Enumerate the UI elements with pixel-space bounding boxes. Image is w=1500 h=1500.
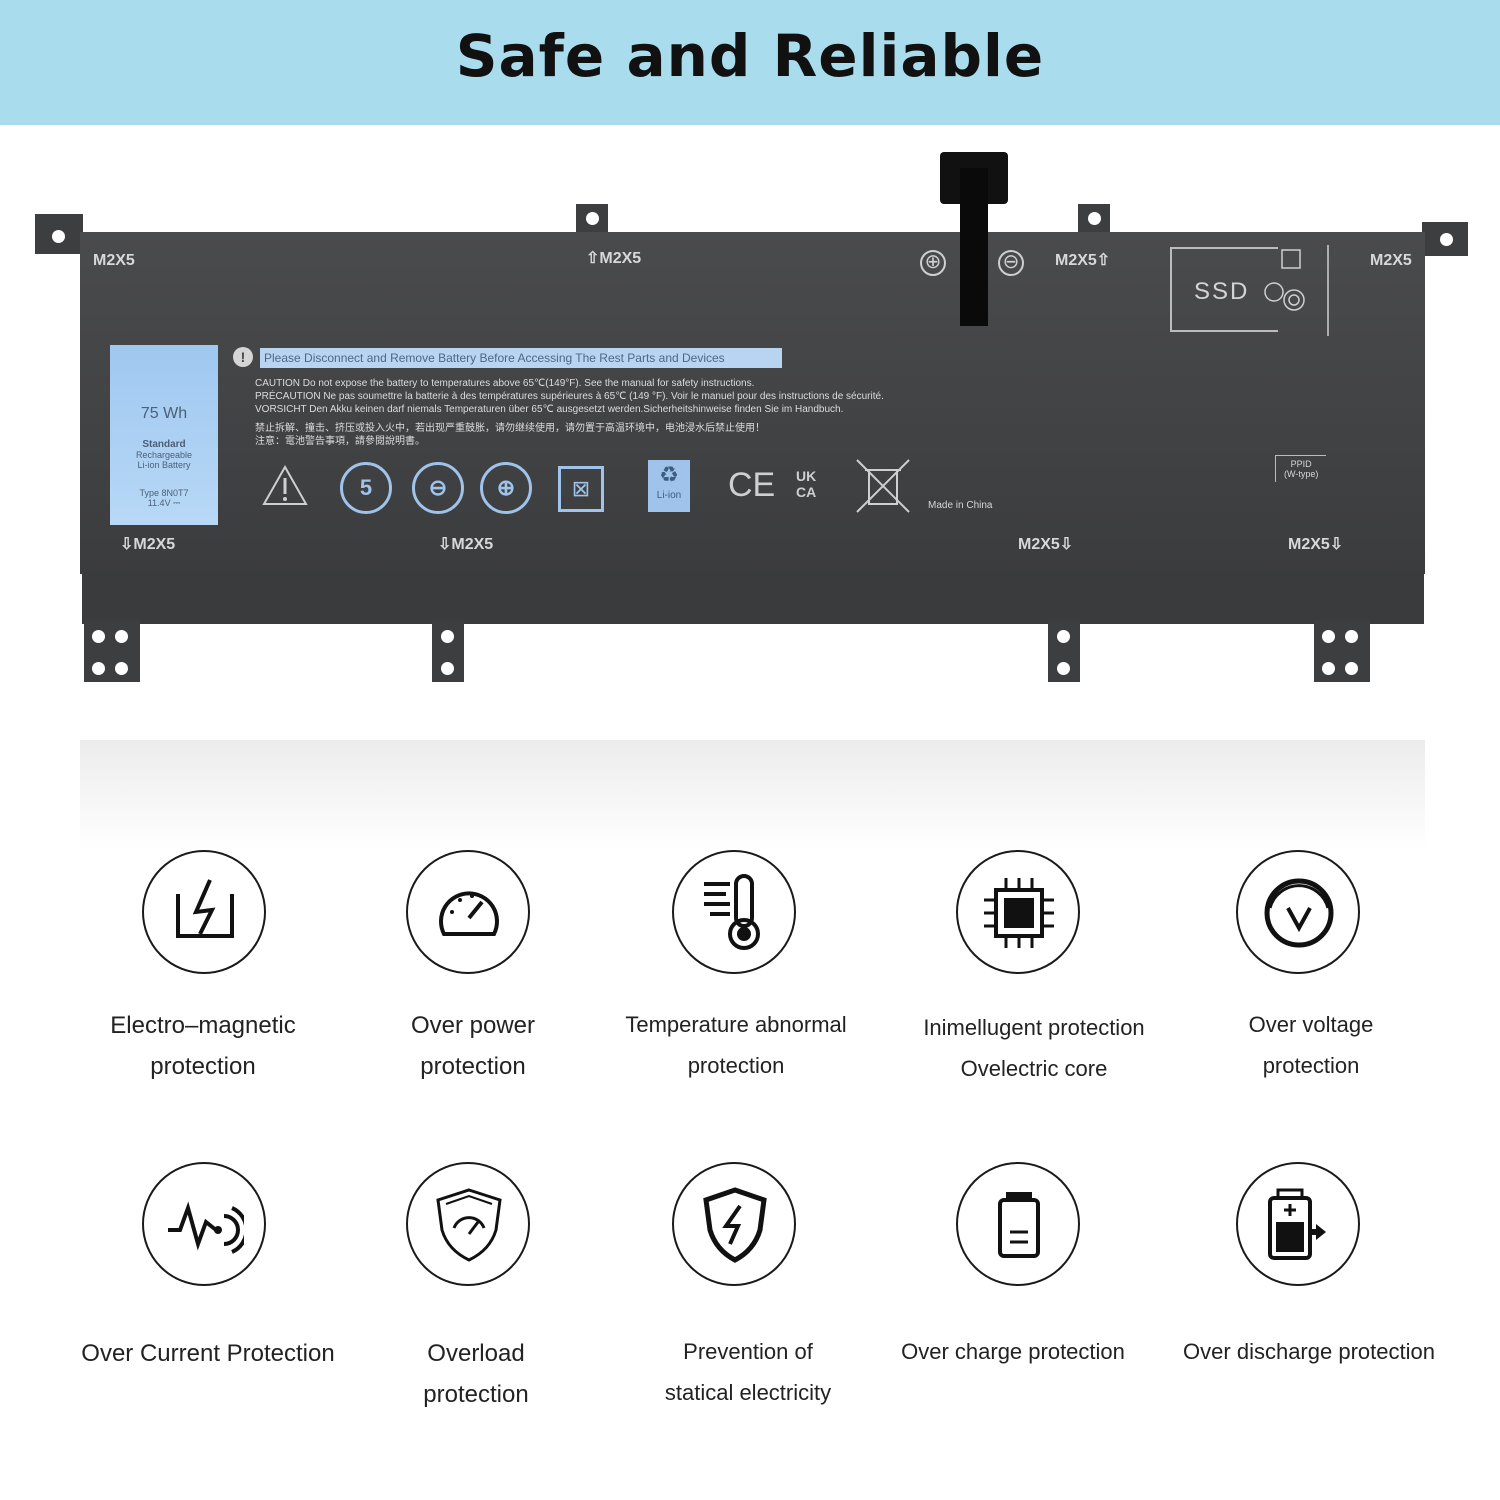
shield-bolt-icon: [672, 1162, 796, 1286]
minus-terminal-icon: ⊖: [998, 250, 1024, 276]
exclamation-icon: !: [233, 347, 253, 367]
feature-caption: Over Current Protection: [81, 1340, 335, 1367]
battery-cable: [960, 168, 988, 326]
battery-illustration: ⊕ ⊖ M2X5 ⇧M2X5 M2X5⇧ M2X5 ⇩M2X5 ⇩M2X5 M2…: [0, 140, 1500, 700]
plus-terminal-icon: ⊕: [920, 250, 946, 276]
feature-caption: Over discharge protection: [1183, 1339, 1435, 1364]
gauge-icon: [406, 850, 530, 974]
voltage-text: 11.4V ⎓: [147, 498, 181, 508]
battery-spec-label: 75 Wh Standard Rechargeable Li-ion Batte…: [110, 345, 218, 525]
warning-triangle-icon: [262, 464, 308, 505]
recycle-circle-icon: ⊖: [412, 462, 464, 514]
screw-mark: ⇩M2X5: [438, 536, 494, 553]
mount-tab: [432, 620, 464, 682]
battery-charge-icon: [956, 1162, 1080, 1286]
crosshair-icon: ⊕: [480, 462, 532, 514]
voltage-icon: [1236, 850, 1360, 974]
header-banner: Safe and Reliable: [0, 0, 1500, 125]
battery-reflection: [80, 740, 1425, 850]
standard-text: Standard: [142, 439, 186, 450]
screw-mark: ⇩M2X5: [120, 536, 176, 553]
page-title: Safe and Reliable: [455, 22, 1045, 90]
mount-tab: [84, 620, 140, 682]
feature-caption: Over charge protection: [901, 1339, 1125, 1364]
rohs-icon: 5: [340, 462, 392, 514]
battery-bottom-strip: [82, 572, 1424, 624]
ppid-box: PPID (W-type): [1275, 455, 1327, 482]
screw-mark: M2X5⇩: [1288, 536, 1344, 553]
mount-tab: [1078, 204, 1110, 234]
li-ion-text: Li-ion Battery: [137, 460, 191, 470]
current-wave-icon: [142, 1162, 266, 1286]
electromagnetic-icon: [142, 850, 266, 974]
caution-text: CAUTION Do not expose the battery to tem…: [255, 378, 884, 447]
ssd-outline: SSD: [1170, 247, 1278, 332]
screw-mark: ⇧M2X5: [586, 250, 642, 267]
battery-discharge-icon: [1236, 1162, 1360, 1286]
warning-strip: Please Disconnect and Remove Battery Bef…: [260, 348, 782, 368]
screw-mark: M2X5: [93, 252, 135, 269]
mount-tab: [35, 214, 83, 254]
weee-bin-icon: [856, 459, 910, 513]
mount-tab: [1422, 222, 1468, 256]
screw-mark: M2X5⇧: [1055, 252, 1111, 269]
chip-icon: [956, 850, 1080, 974]
screw-mark: M2X5⇩: [1018, 536, 1074, 553]
shield-gauge-icon: [406, 1162, 530, 1286]
type-text: Type 8N0T7: [139, 488, 189, 498]
ukca-mark-icon: UK CA: [796, 468, 817, 500]
mount-tab: [576, 204, 608, 234]
mount-tab: [1048, 620, 1080, 682]
battery-body: [80, 232, 1425, 574]
china-mark-icon: ⊠: [558, 466, 604, 512]
mount-tab: [1314, 620, 1370, 682]
ce-mark-icon: CE: [728, 466, 776, 504]
switch-schematic-icon: [1264, 245, 1329, 336]
thermometer-icon: [672, 850, 796, 974]
li-ion-recycle-icon: ♻ Li-ion: [648, 460, 690, 512]
screw-mark: M2X5: [1370, 252, 1412, 269]
rechargeable-text: Rechargeable: [135, 450, 193, 460]
capacity-text: 75 Wh: [140, 405, 188, 422]
made-in-text: Made in China: [928, 500, 993, 511]
